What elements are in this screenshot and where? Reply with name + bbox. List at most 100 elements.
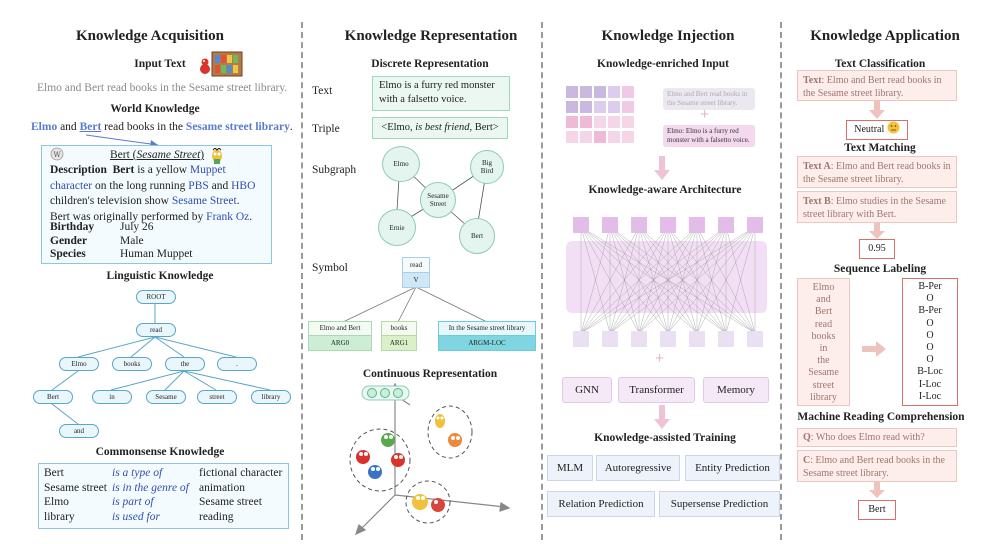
bert-icon — [212, 148, 222, 164]
input-text-label: Input Text — [134, 58, 186, 70]
books-icon — [200, 51, 243, 77]
tree-node-the: the — [165, 357, 205, 371]
mrc-arrow — [869, 482, 885, 498]
task-relation-prediction: Relation Prediction — [547, 491, 655, 517]
input-top-box: Elmo and Bert read books in the Sesame s… — [663, 88, 755, 110]
srl-argm-loc: In the Sesame street library ARGM-LOC — [438, 321, 536, 351]
svg-text:W: W — [54, 151, 62, 159]
tree-node-read: read — [136, 323, 176, 337]
neutral-face-icon — [887, 121, 900, 134]
input-sentence: Elmo and Bert read books in the Sesame s… — [37, 82, 288, 94]
graph-node-elmo: Elmo — [382, 146, 420, 182]
knowledge-enriched-input-label: Knowledge-enriched Input — [597, 58, 729, 70]
triple-row-label: Triple — [312, 123, 340, 135]
srl-predicate: read V — [402, 257, 430, 288]
entity-bert: Bert — [79, 121, 102, 133]
tc-text-box: Text: Elmo and Bert read books in the Se… — [797, 70, 957, 101]
mrc-question-box: Q: Who does Elmo read with? — [797, 428, 957, 447]
module-memory: Memory — [703, 377, 769, 403]
entity-sesame-street-library: Sesame street library — [185, 121, 290, 133]
sl-arrow — [862, 341, 886, 357]
tree-node-street: street — [197, 390, 237, 404]
mrc-label: Machine Reading Comprehension — [797, 411, 965, 423]
discrete-representation-label: Discrete Representation — [371, 58, 489, 70]
column-divider-1 — [301, 22, 303, 540]
acquisition-title: Knowledge Acquisition — [76, 28, 224, 44]
knowledge-aware-architecture-label: Knowledge-aware Architecture — [588, 184, 742, 196]
world-knowledge-label: World Knowledge — [110, 103, 200, 115]
column-divider-2 — [541, 22, 543, 540]
sequence-labeling-label: Sequence Labeling — [833, 263, 927, 275]
mrc-answer: Bert — [858, 500, 896, 520]
graph-node-ernie: Ernie — [378, 209, 416, 246]
tm-arrow — [869, 223, 885, 239]
tree-node-bert: Bert — [33, 390, 73, 404]
input-plus-icon: + — [700, 106, 710, 123]
triple-box: <Elmo, is best friend, Bert> — [372, 117, 508, 139]
dependency-tree-edges — [51, 303, 271, 425]
graph-node-bert: Bert — [459, 218, 495, 254]
application-title: Knowledge Application — [810, 28, 960, 44]
tm-text-b-box: Text B: Elmo studies in the Sesame stree… — [797, 191, 957, 223]
tree-node-library: library — [251, 390, 291, 404]
tm-text-a-box: Text A: Elmo and Bert read books in the … — [797, 156, 957, 188]
tree-node-elmo: Elmo — [59, 357, 99, 371]
text-classification-label: Text Classification — [834, 58, 926, 70]
srl-arg1: books ARG1 — [381, 321, 417, 351]
tree-node-root: ROOT — [136, 290, 176, 304]
srl-edges — [342, 286, 488, 323]
token-grid — [566, 86, 634, 143]
entity-elmo: Elmo — [31, 121, 58, 133]
wiki-description: Description Bert is a yellow Muppet char… — [50, 164, 256, 223]
tree-node-books: books — [112, 357, 152, 371]
world-sentence: Elmo and Bert read books in the Sesame s… — [31, 121, 293, 133]
injection-title: Knowledge Injection — [601, 28, 735, 44]
srl-arg0: Elmo and Bert ARG0 — [308, 321, 372, 351]
subgraph-row-label: Subgraph — [312, 164, 357, 176]
down-arrow-1 — [654, 156, 670, 180]
task-autoregressive: Autoregressive — [596, 455, 680, 481]
graph-node-big-bird: Big Bird — [470, 150, 504, 184]
wiki-title: Bert (Sesame Street) — [110, 149, 205, 161]
text-box: Elmo is a furry red monster with a false… — [372, 76, 510, 111]
tree-node-in: in — [92, 390, 132, 404]
attention-lines — [573, 217, 763, 347]
linguistic-knowledge-label: Linguistic Knowledge — [106, 270, 214, 282]
continuous-representation-label: Continuous Representation — [362, 368, 498, 380]
text-row-label: Text — [312, 85, 333, 97]
module-gnn: GNN — [562, 377, 612, 403]
tree-node-dot: . — [217, 357, 257, 371]
task-supersense-prediction: Supersense Prediction — [659, 491, 780, 517]
input-bottom-box: Elmo: Elmo is a furry red monster with a… — [663, 125, 755, 147]
tree-node-and: and — [59, 424, 99, 438]
down-arrow-2 — [654, 405, 670, 429]
tc-arrow — [869, 101, 885, 119]
commonsense-table — [38, 463, 289, 529]
task-mlm: MLM — [547, 455, 593, 481]
text-matching-label: Text Matching — [844, 142, 916, 154]
symbol-row-label: Symbol — [312, 262, 348, 274]
wiki-card — [41, 145, 272, 264]
task-entity-prediction: Entity Prediction — [685, 455, 780, 481]
mrc-context-box: C: Elmo and Bert read books in the Sesam… — [797, 450, 957, 482]
representation-title: Knowledge Representation — [344, 28, 518, 44]
module-transformer: Transformer — [618, 377, 695, 403]
commonsense-knowledge-label: Commonsense Knowledge — [95, 446, 225, 458]
wikipedia-icon: W — [50, 147, 64, 161]
knowledge-assisted-training-label: Knowledge-assisted Training — [594, 432, 736, 444]
tm-answer: 0.95 — [859, 239, 895, 259]
tc-answer: Neutral — [846, 120, 908, 140]
column-divider-3 — [780, 22, 782, 540]
graph-node-sesame-street: Sesame Street — [420, 182, 456, 218]
architecture-plus-icon: + — [655, 350, 665, 367]
